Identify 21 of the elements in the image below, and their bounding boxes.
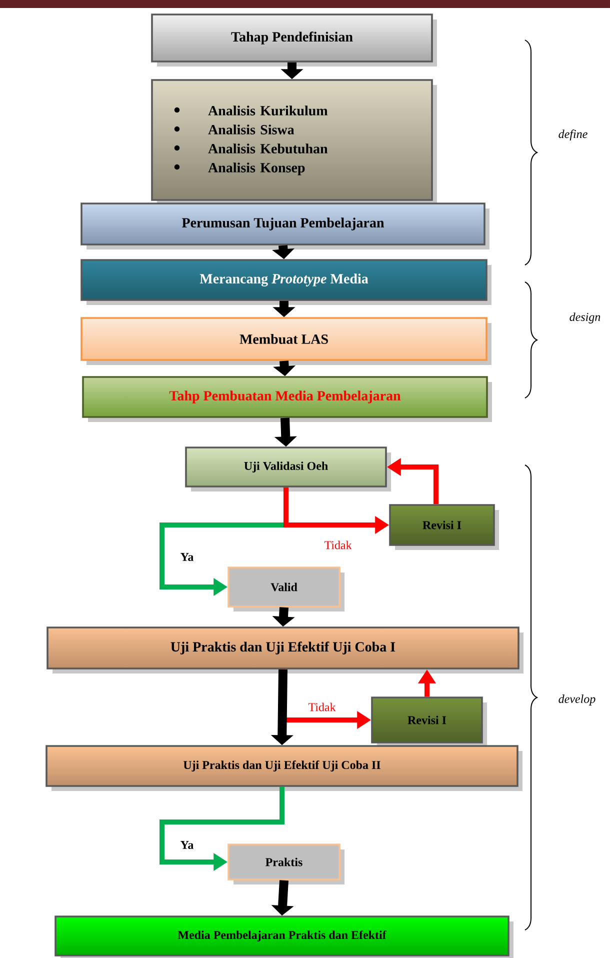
process-box: Tahap Pendefinisian	[151, 14, 437, 66]
process-box: Perumusan Tujuan Pembelajaran	[80, 202, 490, 250]
process-box: Uji Praktis dan Uji Efektif Uji Coba I	[46, 626, 524, 674]
process-box: Tahp Pembuatan Media Pembelajaran	[82, 376, 492, 422]
process-box: Valid	[228, 566, 344, 612]
process-box: Praktis	[228, 844, 344, 884]
edge-label: Ya	[180, 553, 194, 561]
edge-label: Tidak	[324, 540, 352, 550]
phase-label: design	[570, 312, 600, 324]
edge-label: Tidak	[308, 702, 336, 712]
process-box: Media Pembelajaran Praktis dan Efektif	[54, 916, 514, 958]
process-box: Uji Validasi Oeh	[185, 446, 391, 492]
phase-label: develop	[558, 694, 596, 706]
edge-label: Ya	[180, 841, 194, 849]
phase-label: define	[558, 130, 588, 141]
process-box: Membuat LAS	[80, 317, 492, 365]
process-box: Revisi I	[371, 696, 487, 748]
process-box: Revisi I	[389, 504, 499, 550]
process-box: Merancang Prototype Media	[80, 259, 492, 305]
process-box: Analisis Kurikulum Analisis Siswa Analisis Kebutuhan Analisis Konsep	[151, 79, 437, 205]
process-box: Uji Praktis dan Uji Efektif Uji Coba II	[46, 745, 522, 791]
